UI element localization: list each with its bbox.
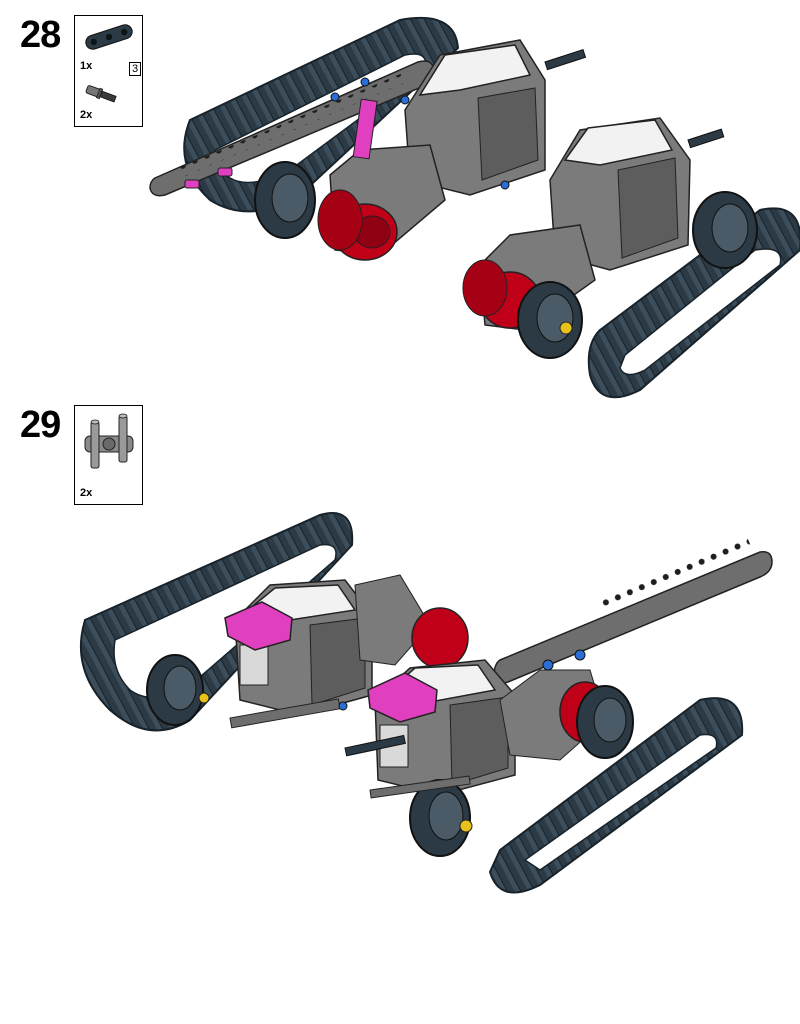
step-29-model (79, 512, 773, 894)
step-number-29: 29 (20, 404, 61, 446)
axle-pin-icon (85, 85, 117, 103)
part-qty: 2x (80, 487, 93, 499)
part-length-label: 3 (129, 62, 142, 76)
part-qty: 2x (80, 109, 93, 121)
beam-3-icon (85, 24, 133, 50)
parts-callout-step-28: 1x 3 2x (74, 15, 143, 127)
part-qty: 1x (80, 60, 93, 72)
step-number-28: 28 (20, 14, 61, 56)
step-28-model (149, 16, 800, 399)
parts-callout-step-29: 2x (74, 405, 143, 505)
double-cross-block-icon (84, 413, 134, 469)
